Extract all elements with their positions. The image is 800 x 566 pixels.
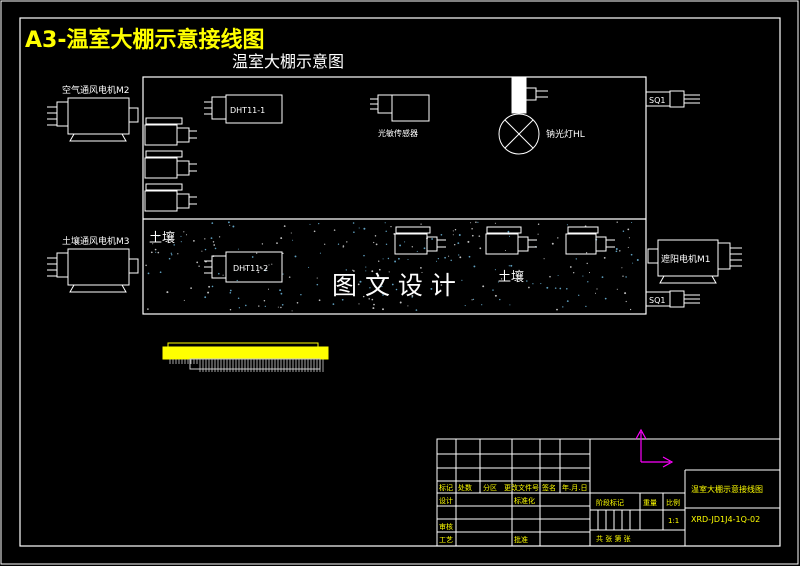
soil-label-left: 土壤 (149, 230, 175, 246)
motor-m1-label: 遮阳电机M1 (661, 253, 711, 265)
tb-header-sign: 签名 (542, 483, 556, 492)
tb-header-count: 处数 (458, 483, 472, 492)
soil-label-right: 土壤 (498, 269, 524, 285)
motor-m1-shaft (647, 248, 659, 264)
motor-m2-body (67, 97, 130, 135)
motor-m1-terminal-box (717, 242, 731, 270)
motor-m3-base (69, 284, 127, 293)
tb-sheet-info: 共 张 第 张 (596, 534, 631, 543)
watermark-text: 图 文 设 计 (332, 271, 456, 300)
motor-m3-terminal-box (56, 252, 69, 278)
motor-m3[interactable]: 土壤通风电机M3 (47, 235, 139, 293)
motor-m1-base (659, 275, 717, 284)
limit-switch-top[interactable]: SQ1 (645, 90, 700, 108)
tb-reviewer: 审核 (439, 522, 453, 531)
relay-module-1[interactable] (144, 117, 197, 146)
relay-module-3[interactable] (144, 183, 197, 212)
switch-top-label: SQ1 (649, 96, 665, 105)
dht11-sensor-1[interactable]: DHT11-1 (204, 94, 283, 124)
motor-m3-body (67, 248, 130, 286)
switch-bottom-label: SQ1 (649, 296, 665, 305)
soil-sensor-2[interactable] (485, 226, 537, 255)
motor-m2-shaft (128, 107, 139, 123)
ucs-axis-icon (635, 428, 674, 468)
tb-designer: 设计 (439, 496, 453, 505)
light-sensor-label: 光敏传感器 (378, 128, 418, 138)
tb-weight: 重量 (643, 499, 657, 507)
sodium-lamp[interactable]: 钠光灯HL (498, 76, 585, 155)
soil-sensor-1[interactable] (394, 226, 446, 255)
tb-header-zone: 分区 (483, 483, 497, 492)
soil-sensor-3[interactable] (565, 226, 615, 255)
title-block-text: 标记 处数 分区 更改文件号 签名 年.月.日 设计 标准化 审核 工艺 批准 … (439, 483, 763, 544)
dht11-2-label: DHT11-2 (233, 264, 268, 273)
inner-border (19, 17, 781, 547)
motor-m2-terminal-box (56, 101, 69, 127)
soil-texture (145, 221, 639, 312)
tb-approval: 批准 (514, 535, 528, 544)
diagram-title: 温室大棚示意图 (232, 52, 344, 71)
tb-drawing-number: XRD-JD1J4-1Q-02 (691, 515, 760, 524)
sheet-header: A3-温室大棚示意接线图 (25, 27, 264, 53)
dht11-sensor-2[interactable]: DHT11-2 (204, 251, 283, 283)
motor-m2-base (69, 133, 127, 142)
sodium-lamp-label: 钠光灯HL (546, 128, 585, 140)
tb-drawing-name: 温室大棚示意接线图 (691, 484, 763, 494)
tb-process: 工艺 (439, 536, 453, 544)
limit-switch-bottom[interactable]: SQ1 (645, 290, 700, 308)
motor-m3-shaft (128, 258, 139, 274)
tb-header-date: 年.月.日 (562, 483, 587, 492)
tb-standardization: 标准化 (514, 496, 535, 505)
relay-module-2[interactable] (144, 150, 197, 179)
motor-m1[interactable]: 遮阳电机M1 (647, 239, 742, 284)
tb-stage-mark: 阶段标记 (596, 498, 624, 507)
light-sensor[interactable]: 光敏传感器 (370, 94, 430, 138)
tb-scale: 比例 (666, 498, 680, 507)
greenhouse-outline (142, 76, 647, 315)
motor-m2[interactable]: 空气通风电机M2 (47, 84, 139, 142)
tb-header-file: 更改文件号 (504, 483, 539, 492)
title-block (436, 438, 781, 547)
motor-m3-label: 土壤通风电机M3 (62, 235, 130, 247)
dht11-1-label: DHT11-1 (230, 106, 265, 115)
tb-header-mark: 标记 (439, 483, 453, 492)
motor-m2-label: 空气通风电机M2 (62, 84, 130, 96)
controller-board[interactable] (162, 342, 329, 372)
tb-ratio: 1:1 (668, 517, 679, 525)
